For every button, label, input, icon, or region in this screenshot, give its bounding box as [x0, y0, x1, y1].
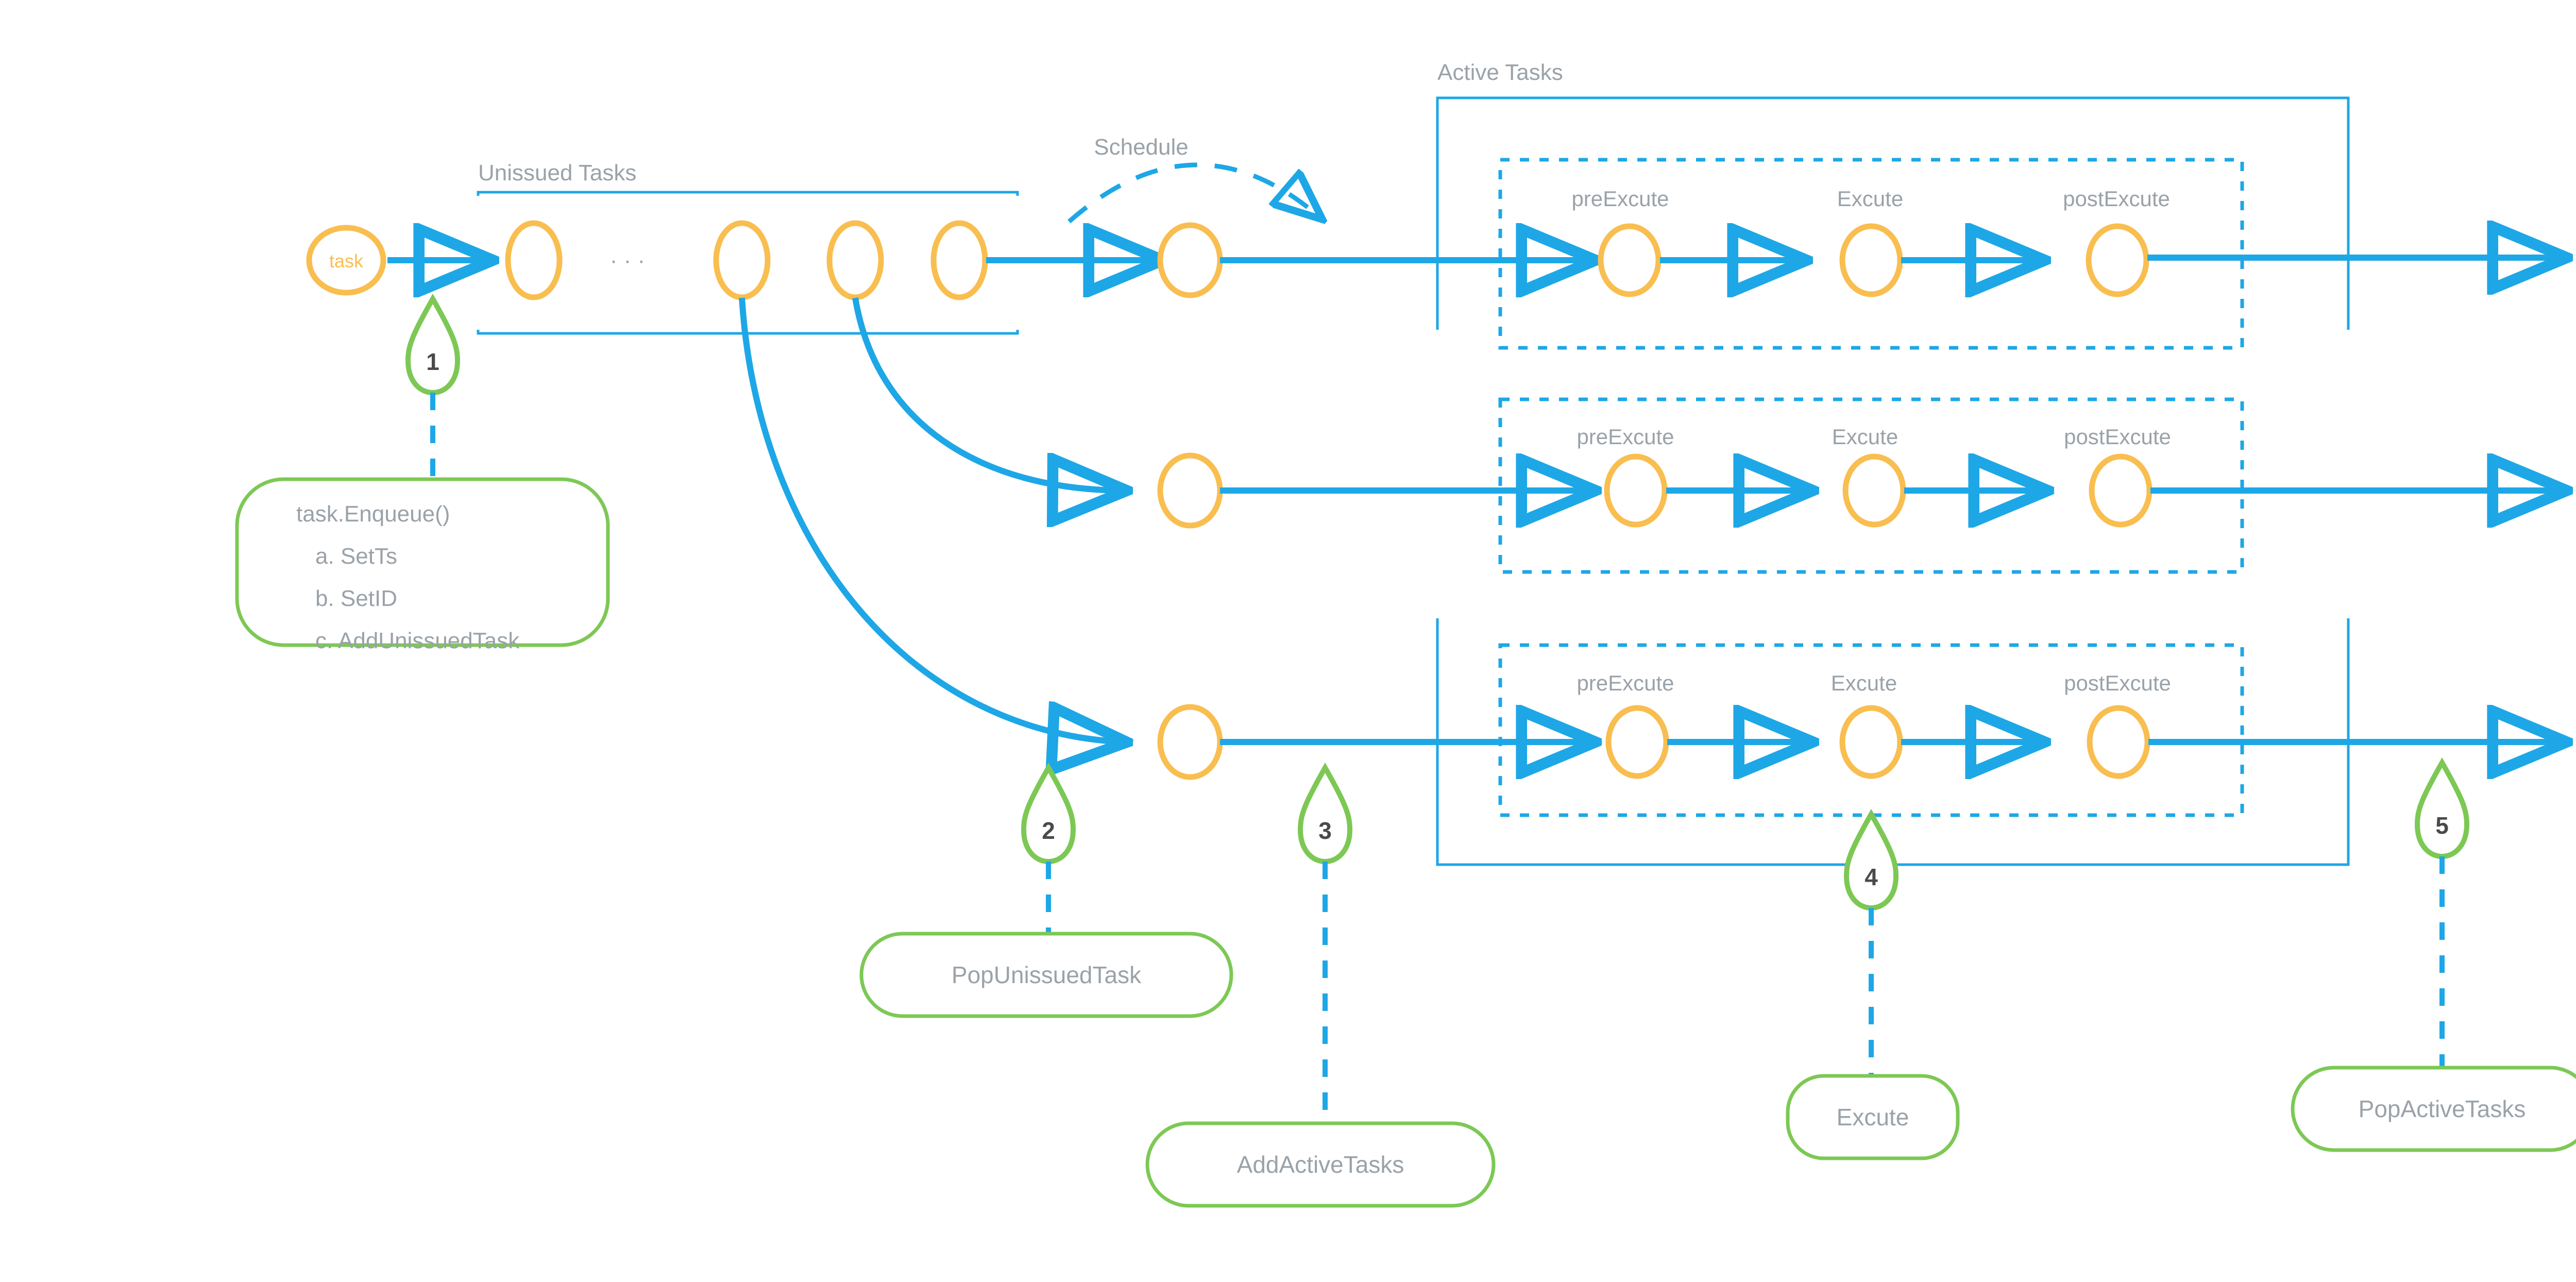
marker-3[interactable]: 3 — [1297, 762, 1353, 865]
curve-queue-to-row3 — [739, 297, 1123, 742]
marker-2[interactable]: 2 — [1021, 762, 1076, 865]
label-preexecute-row2: preExcute — [1577, 425, 1674, 449]
node-postexecute-row1[interactable] — [2086, 223, 2149, 297]
node-scheduled-row2[interactable] — [1157, 452, 1223, 529]
callout-add-active-tasks[interactable]: AddActiveTasks — [1145, 1121, 1496, 1208]
active-tasks-label: Active Tasks — [1437, 60, 1563, 85]
queue-ellipsis: · · · — [610, 248, 645, 273]
label-execute-row2: Excute — [1832, 425, 1898, 449]
node-scheduled-row3[interactable] — [1157, 704, 1223, 780]
label-execute-row3: Excute — [1831, 671, 1897, 695]
node-unissued-4[interactable] — [930, 220, 988, 300]
stage-box-row1 — [1498, 158, 2244, 350]
callout-enqueue[interactable]: task.Enqueue() a. SetTs b. SetID c. AddU… — [235, 477, 610, 653]
curve-queue-to-row2 — [852, 297, 1123, 491]
callout-enqueue-step-b: b. SetID — [315, 586, 397, 611]
node-postexecute-row3[interactable] — [2087, 705, 2150, 779]
node-execute-row1[interactable] — [1839, 223, 1903, 297]
node-task-label: task — [329, 250, 364, 272]
label-preexecute-row3: preExcute — [1577, 671, 1674, 695]
callout-add-active-tasks-label: AddActiveTasks — [1237, 1151, 1404, 1178]
callout-pop-active-tasks-label: PopActiveTasks — [2359, 1095, 2526, 1122]
label-postexecute-row1: postExcute — [2063, 187, 2170, 211]
node-scheduled-row1[interactable] — [1157, 222, 1223, 298]
node-task-source[interactable] — [306, 225, 386, 296]
callout-pop-unissued-task[interactable]: PopUnissuedTask — [859, 932, 1233, 1018]
label-execute-row1: Excute — [1837, 187, 1903, 211]
callout-enqueue-step-a: a. SetTs — [315, 544, 397, 569]
stage-box-row2 — [1498, 397, 2244, 574]
callout-pop-unissued-task-label: PopUnissuedTask — [952, 962, 1142, 988]
callout-enqueue-title: task.Enqueue() — [296, 501, 450, 527]
marker-1-number: 1 — [426, 348, 439, 375]
marker-4-number: 4 — [1865, 864, 1878, 890]
label-postexecute-row2: postExcute — [2064, 425, 2171, 449]
label-preexecute-row1: preExcute — [1571, 187, 1669, 211]
node-preexecute-row2[interactable] — [1604, 453, 1668, 528]
label-postexecute-row3: postExcute — [2064, 671, 2171, 695]
marker-3-number: 3 — [1318, 817, 1332, 844]
stage-box-row3 — [1498, 643, 2244, 817]
node-preexecute-row1[interactable] — [1598, 223, 1662, 297]
marker-1[interactable]: 1 — [405, 293, 461, 396]
node-execute-row2[interactable] — [1842, 453, 1906, 528]
callout-pop-active-tasks[interactable]: PopActiveTasks — [2291, 1066, 2576, 1152]
node-unissued-1[interactable] — [505, 220, 563, 300]
unissued-tasks-label: Unissued Tasks — [478, 160, 636, 185]
node-unissued-2[interactable] — [713, 220, 771, 300]
callout-execute[interactable]: Excute — [1786, 1074, 1960, 1160]
marker-4[interactable]: 4 — [1843, 808, 1899, 911]
callout-enqueue-step-c: c. AddUnissuedTask — [315, 628, 520, 653]
node-unissued-3[interactable] — [826, 220, 884, 300]
node-postexecute-row2[interactable] — [2089, 453, 2153, 528]
node-preexecute-row3[interactable] — [1605, 705, 1669, 779]
callout-execute-label: Excute — [1837, 1104, 1909, 1131]
schedule-arc — [1067, 162, 1319, 222]
schedule-label: Schedule — [1094, 134, 1188, 160]
marker-2-number: 2 — [1042, 817, 1055, 844]
node-execute-row3[interactable] — [1839, 705, 1903, 779]
marker-5[interactable]: 5 — [2414, 757, 2470, 859]
marker-5-number: 5 — [2435, 812, 2449, 839]
